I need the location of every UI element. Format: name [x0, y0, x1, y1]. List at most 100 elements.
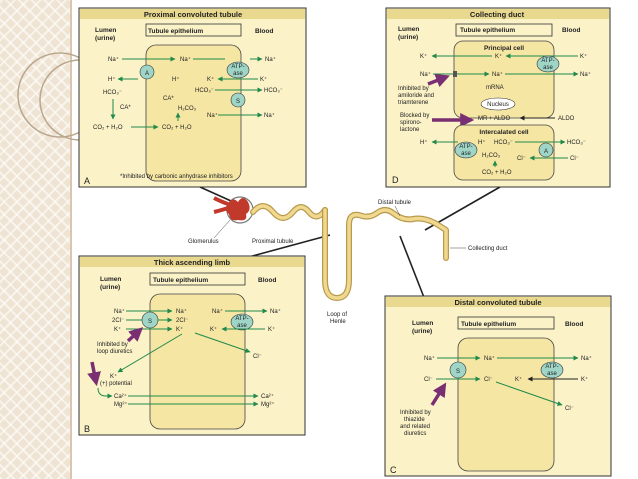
lumen-label: Lumen — [100, 276, 121, 283]
atpase-pump — [226, 61, 250, 79]
atpase-pump — [540, 361, 564, 379]
positive-potential-label: (+) potential — [100, 381, 132, 387]
exchanger-label: A — [145, 71, 149, 77]
lumen-sublabel: (urine) — [95, 35, 115, 42]
h2co3-label: H₂CO₃ — [178, 106, 197, 112]
lumen-label: Lumen — [95, 27, 116, 34]
aldo-label: ALDO — [558, 116, 575, 122]
blood-label: Blood — [255, 28, 273, 35]
symporter-label: S — [236, 99, 240, 105]
inhibitor-arrow — [430, 382, 447, 406]
co2-h2o-label: CO₂ + H₂O — [162, 125, 192, 131]
decorative-side-pattern — [0, 0, 72, 479]
panel-letter: D — [392, 175, 399, 185]
cl-label: Cl⁻ — [517, 156, 526, 162]
nkcc2-symporter — [141, 311, 159, 329]
na-label: Na⁺ — [270, 308, 281, 315]
cl-label: Cl⁻ — [424, 377, 433, 383]
k-label: K⁺ — [515, 376, 522, 383]
lumen-sublabel: (urine) — [412, 328, 432, 335]
epithelial-cell — [145, 44, 242, 182]
k-label: K⁺ — [176, 326, 183, 333]
panel-collecting-duct: Collecting duct Lumen (urine) Tubule epi… — [385, 7, 611, 188]
panel-title: Collecting duct — [470, 10, 525, 19]
hco3-label: HCO₃⁻ — [195, 88, 214, 94]
k-label: K⁺ — [210, 326, 217, 333]
glomerulus-capillaries — [225, 198, 250, 221]
atpase-label: ATP- — [545, 364, 558, 370]
blocker-label: Blocked by — [400, 113, 429, 119]
ca-label: Ca²⁺ — [261, 393, 274, 400]
k-label: K⁺ — [207, 76, 214, 83]
na-label: Na⁺ — [265, 56, 276, 63]
mr-aldo-label: MR + ALDO — [478, 116, 511, 122]
na-label: Na⁺ — [420, 71, 431, 78]
h-label: H⁺ — [420, 139, 428, 146]
exchanger-a — [538, 142, 554, 158]
h-label: H⁺ — [478, 139, 486, 146]
intercalated-cell — [453, 124, 555, 181]
panel-title: Distal convoluted tubule — [454, 298, 541, 307]
atpase-label: ase — [461, 151, 471, 157]
inhibitor-label: amiloride and — [398, 93, 434, 99]
k-label: K⁺ — [495, 53, 502, 60]
ncc-symporter — [449, 361, 467, 379]
inhibitor-label: and related — [400, 424, 430, 430]
proximal-tubule-label: Proximal tubule — [252, 239, 294, 245]
k-label: K⁺ — [110, 373, 117, 380]
blood-label: Blood — [258, 277, 276, 284]
hco3-label: HCO₃⁻ — [264, 88, 283, 94]
epithelial-cell — [149, 293, 246, 430]
cl-label: Cl⁻ — [570, 156, 579, 162]
na-label: Na⁺ — [180, 56, 191, 63]
nephron-illustration: Glomerulus Proximal tubule Distal tubule… — [188, 196, 508, 325]
inhibitor-arrow — [427, 74, 450, 88]
blocker-label: spirono- — [400, 120, 422, 126]
exchanger-a — [139, 64, 155, 80]
blood-label: Blood — [565, 321, 583, 328]
epithelium-label: Tubule epithelium — [153, 277, 208, 284]
co2-h2o-label: CO₂ + H₂O — [482, 170, 512, 176]
atpase-label: ase — [543, 65, 553, 71]
na-label: Na⁺ — [212, 308, 223, 315]
panel-title: Thick ascending limb — [154, 258, 231, 267]
nucleus — [480, 97, 516, 111]
hco3-label: HCO₃⁻ — [494, 140, 513, 146]
intercalated-cell-label: Intercalated cell — [479, 129, 528, 136]
panel-letter: C — [390, 465, 397, 475]
k-label: K⁺ — [268, 326, 275, 333]
blocker-label: lactone — [400, 127, 420, 133]
na-label: Na⁺ — [264, 112, 275, 119]
hco3-label: HCO₃⁻ — [567, 140, 586, 146]
panel-letter: A — [84, 176, 90, 186]
carbonic-anhydrase-label: CA* — [163, 96, 174, 102]
co2-h2o-label: CO₂ + H₂O — [93, 125, 123, 131]
inhibitor-label: Inhibited by — [97, 342, 128, 348]
footnote: *Inhibited by carbonic anhydrase inhibit… — [120, 174, 233, 180]
principal-cell — [453, 40, 555, 119]
atpase-label: ATP- — [231, 64, 244, 70]
cl-label: Cl⁻ — [565, 406, 574, 412]
lumen-label: Lumen — [412, 320, 433, 327]
collecting-duct-label: Collecting duct — [468, 246, 508, 252]
loop-of-henle-label: Henle — [330, 319, 346, 325]
na-label: Na⁺ — [424, 355, 435, 362]
atpase-label: ATP- — [459, 144, 472, 150]
atpase-label: ATP- — [541, 58, 554, 64]
distal-tubule-label: Distal tubule — [378, 200, 412, 206]
na-label: Na⁺ — [207, 112, 218, 119]
exchanger-label: A — [544, 149, 548, 155]
cl-label: Cl⁻ — [484, 377, 493, 383]
k-label: K⁺ — [581, 376, 588, 383]
na-label: Na⁺ — [581, 355, 592, 362]
panel-title: Proximal convoluted tubule — [144, 10, 242, 19]
inhibitor-label: triamterene — [398, 100, 429, 106]
na-label: Na⁺ — [484, 355, 495, 362]
epithelial-cell — [457, 337, 555, 472]
na-label: Na⁺ — [580, 71, 591, 78]
na-label: Na⁺ — [108, 56, 119, 63]
symporter-s — [230, 92, 246, 108]
decorative-edge-line — [70, 0, 72, 479]
symporter-label: S — [148, 319, 152, 325]
